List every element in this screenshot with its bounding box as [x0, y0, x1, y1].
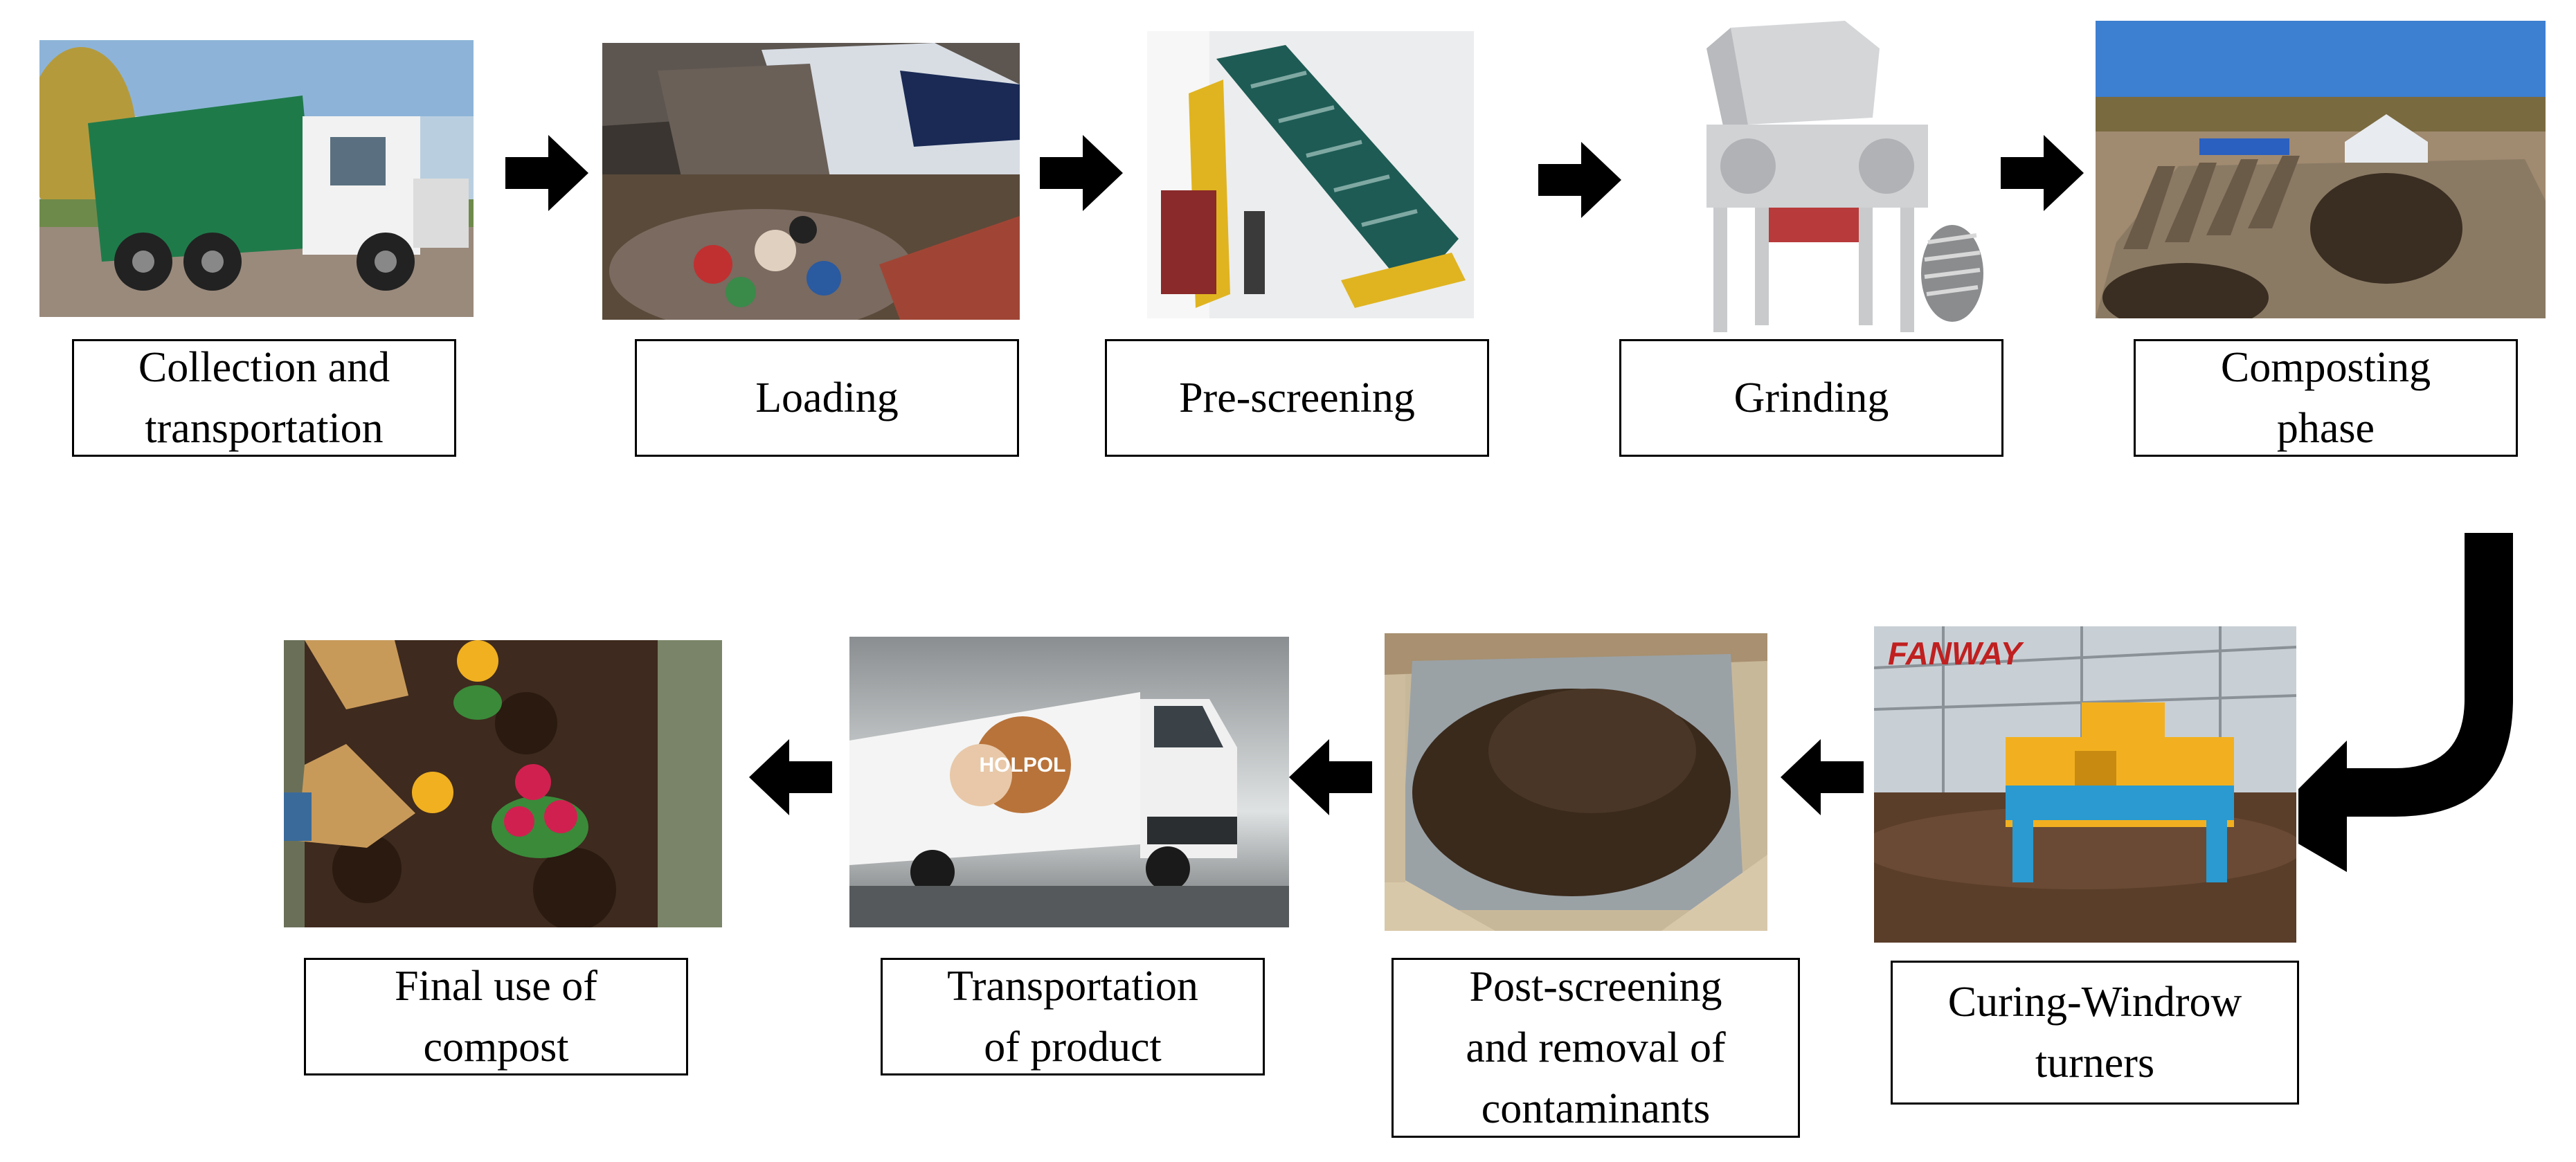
step-label-line: contaminants: [1481, 1085, 1711, 1133]
step-label-line: phase: [2276, 405, 2375, 452]
step-label-grinding: Grinding: [1619, 339, 2003, 457]
step-label-line: of product: [984, 1024, 1162, 1071]
arrow-right-icon: [1538, 142, 1621, 218]
arrow-right-icon: [2001, 135, 2084, 211]
fanway-brand-text: FANWAY: [1888, 635, 2025, 671]
step-label-postscreening: Post-screening and removal of contaminan…: [1391, 958, 1800, 1138]
step-label-line: Curing-Windrow: [1947, 978, 2242, 1026]
step-label-line: Post-screening: [1469, 963, 1722, 1010]
photo-loading: [602, 43, 1020, 320]
step-label-loading: Loading: [635, 339, 1019, 457]
step-label-line: Collection and: [138, 343, 390, 391]
step-label-transport-product: Transportation of product: [881, 958, 1265, 1075]
photo-composting: [2096, 21, 2546, 318]
photo-transport-product: HOLPOL: [849, 637, 1289, 927]
curved-arrow-down-left-icon: [2298, 533, 2527, 879]
photo-prescreening: [1147, 31, 1474, 318]
photo-postscreening: [1385, 633, 1767, 931]
step-label-line: and removal of: [1466, 1024, 1726, 1071]
step-label-line: transportation: [145, 405, 384, 452]
step-label-line: Pre-screening: [1179, 374, 1415, 421]
photo-final-use: [284, 640, 722, 927]
arrow-right-icon: [505, 135, 588, 211]
step-label-line: Loading: [755, 374, 899, 421]
step-label-prescreening: Pre-screening: [1105, 339, 1489, 457]
step-label-collection: Collection and transportation: [72, 339, 456, 457]
step-label-line: Grinding: [1733, 374, 1889, 421]
arrow-left-icon: [749, 739, 832, 815]
arrow-left-icon: [1289, 739, 1372, 815]
photo-collection-truck: [39, 40, 474, 317]
step-label-line: Final use of: [395, 962, 597, 1010]
arrow-left-icon: [1781, 739, 1864, 815]
photo-grinding: [1665, 21, 1990, 336]
step-label-line: Composting: [2220, 343, 2431, 391]
photo-curing: FANWAY: [1874, 626, 2296, 943]
step-label-composting: Composting phase: [2134, 339, 2518, 457]
step-label-final-use: Final use of compost: [304, 958, 688, 1075]
step-label-line: turners: [2035, 1040, 2155, 1087]
step-label-line: Transportation: [947, 962, 1198, 1010]
arrow-right-icon: [1040, 135, 1123, 211]
step-label-line: compost: [423, 1024, 569, 1071]
holpol-logo-text: HOLPOL: [980, 754, 1066, 777]
step-label-curing: Curing-Windrow turners: [1891, 961, 2299, 1105]
